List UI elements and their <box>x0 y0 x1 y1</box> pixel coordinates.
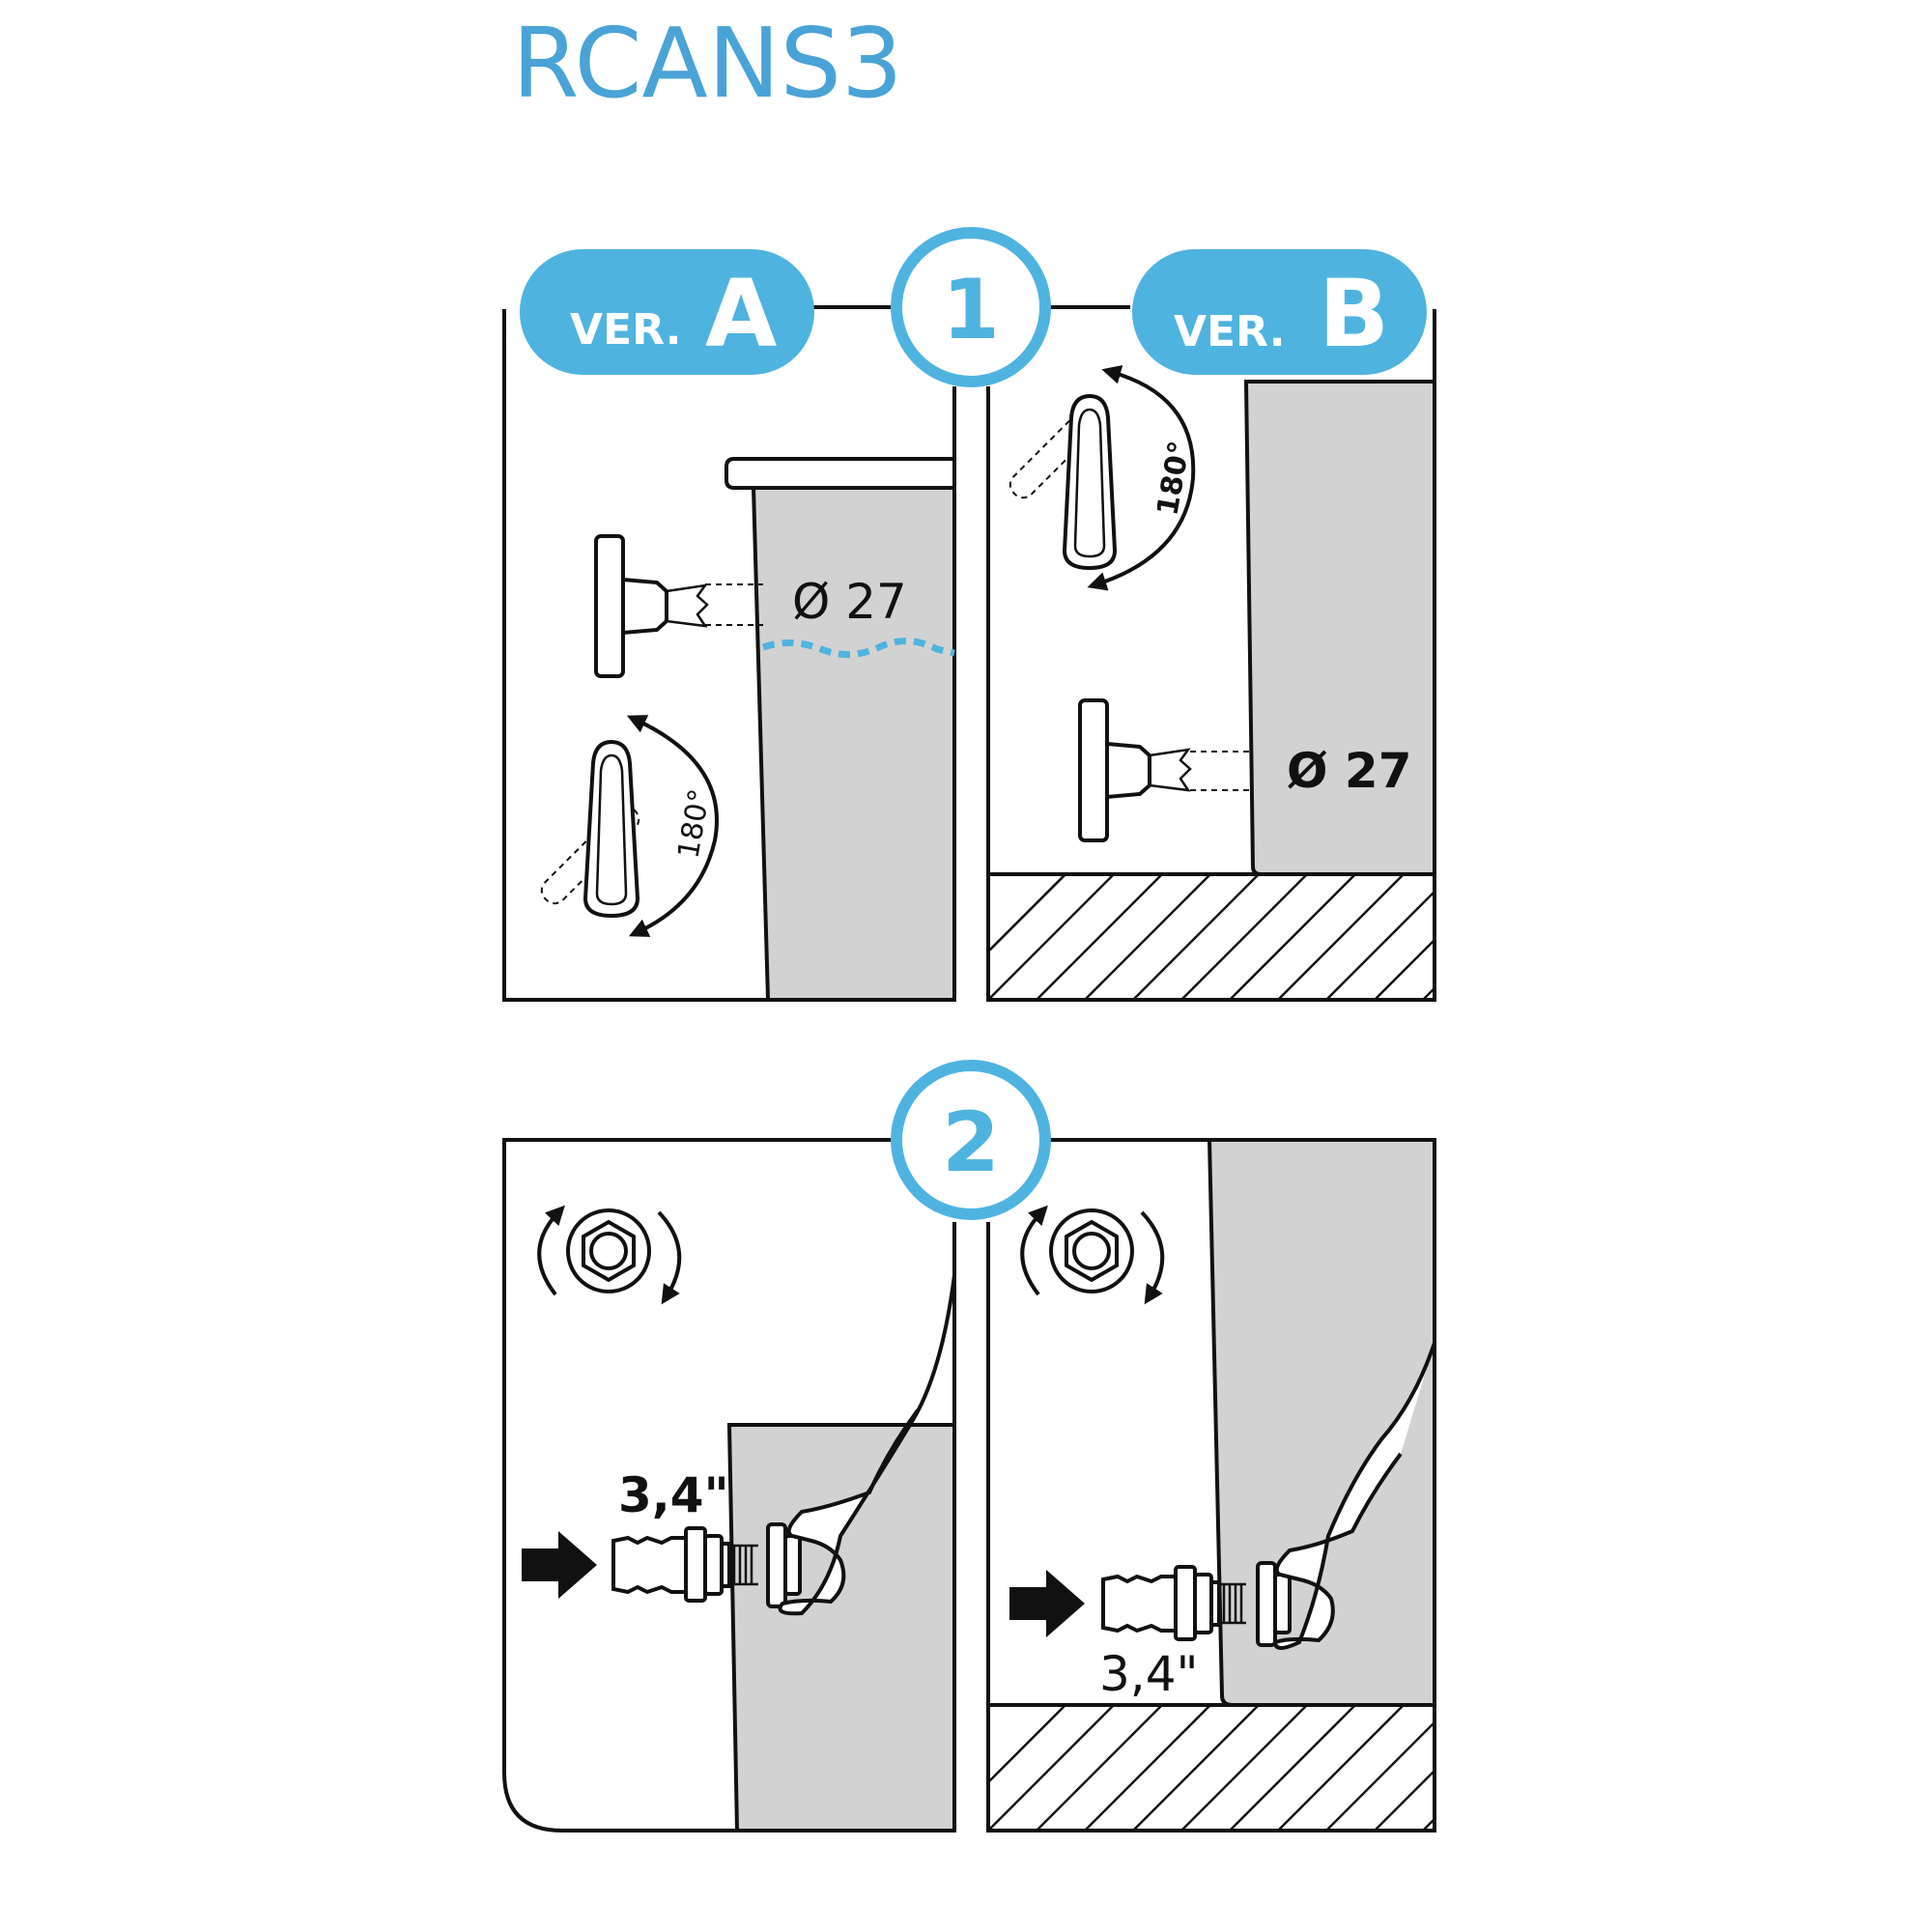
push-arrow-icon <box>1009 1570 1085 1637</box>
step-2-badge: 2 <box>891 1060 1051 1220</box>
version-a-prefix: VER. <box>570 305 682 355</box>
thread-size-label-right: 3,4" <box>1099 1646 1199 1702</box>
step-1-badge: 1 <box>891 227 1051 387</box>
panel-1b: Ø 27 180° <box>986 309 1436 1002</box>
version-b-badge: VER. B <box>1132 249 1427 375</box>
hose-fitting-icon <box>611 1522 802 1608</box>
rotate-nut-icon <box>537 1205 682 1305</box>
hand-icon <box>778 1274 956 1616</box>
ground-hatch <box>986 872 1436 1002</box>
product-title: RCANS3 <box>512 7 903 120</box>
rotate-nut-icon <box>1020 1205 1165 1305</box>
version-b-prefix: VER. <box>1174 307 1286 356</box>
hole-cutter-icon <box>594 534 709 678</box>
step-2-number: 2 <box>942 1094 1000 1191</box>
diameter-label-a: Ø 27 <box>792 574 907 630</box>
tank-wall-b <box>1243 380 1436 876</box>
diameter-label-b: Ø 27 <box>1287 743 1412 799</box>
step-1-number: 1 <box>942 262 1000 358</box>
version-a-badge: VER. A <box>520 249 814 375</box>
push-arrow-icon <box>522 1531 597 1599</box>
water-level-line <box>761 637 955 658</box>
panel-2a: 3,4" <box>502 1138 956 1833</box>
version-b-letter: B <box>1319 260 1389 368</box>
panel-1a: 180° Ø 27 <box>502 309 956 1002</box>
tank-wall <box>751 486 956 1002</box>
rotate-arrow-icon <box>1087 365 1196 591</box>
hose-fitting-icon <box>1101 1561 1292 1647</box>
rotate-arrow-icon <box>626 715 719 937</box>
hand-icon <box>1272 1342 1436 1650</box>
version-a-letter: A <box>705 260 777 368</box>
tank-rim <box>724 457 956 490</box>
thread-size-label-left: 3,4" <box>618 1467 729 1523</box>
panel-2b: 3,4" <box>986 1138 1436 1833</box>
ground-hatching <box>988 1705 1435 1831</box>
hole-cutter-icon <box>1078 698 1192 842</box>
tank-wall <box>726 1423 956 1833</box>
ground-hatch <box>986 1703 1436 1833</box>
ground-hatching <box>988 874 1435 1000</box>
